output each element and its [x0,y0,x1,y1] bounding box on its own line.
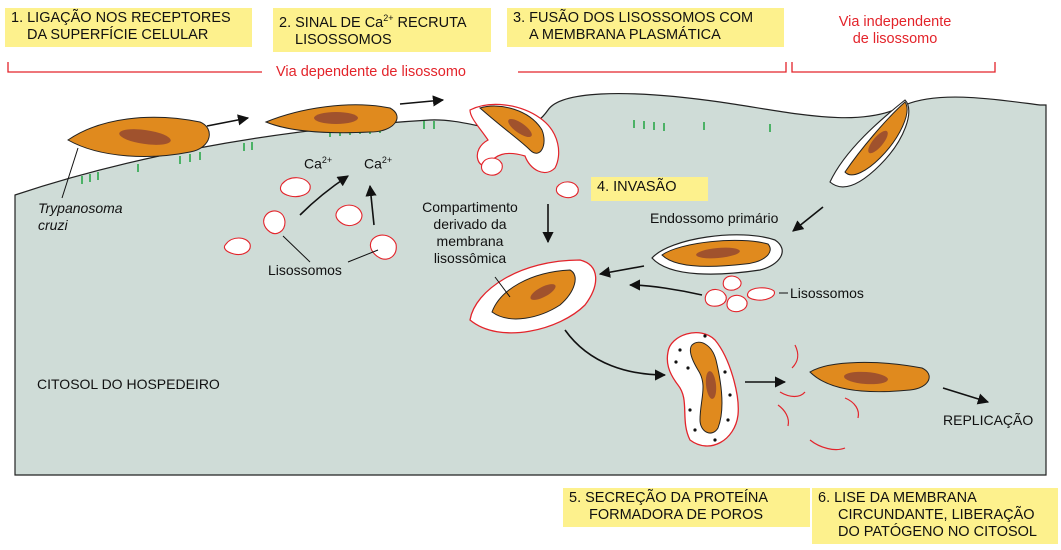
calcium-label-1: Ca2+ [304,155,333,172]
endosome-vacuole [651,234,783,275]
lysosomes-left-label: Lisossomos [268,262,342,278]
membrane-fragments [777,344,860,451]
replication-label: REPLICAÇÃO [943,412,1034,428]
parasite-2 [264,104,398,134]
pathway-brackets [7,62,996,73]
cytosol-label: CITOSOL DO HOSPEDEIRO [37,376,220,392]
pathway-dependent-label: Via dependente de lisossomo [270,64,472,81]
parasite-1 [67,116,210,157]
lysosomes-right-label: Lisossomos [790,285,864,301]
step-4-label: 4. INVASÃO [591,177,708,201]
leader-lines [61,147,788,298]
calcium-label-2: Ca2+ [364,155,393,172]
arrows [206,95,990,405]
endosome-label: Endossomo primário [650,210,779,226]
lysosomes [223,157,775,313]
parasite-3-fusion [469,103,560,173]
parasite-released [809,361,930,393]
lysosomal-compartment [469,259,597,334]
parasite-4-entering [829,99,910,188]
step-2-label: 2. SINAL DE Ca2+ RECRUTA LISOSSOMOS [273,8,491,52]
pore-vacuole [666,332,739,447]
